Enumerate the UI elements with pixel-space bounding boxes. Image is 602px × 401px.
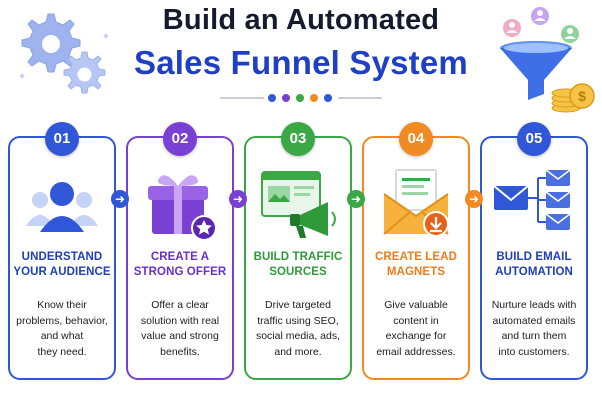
- title-divider: [220, 93, 382, 103]
- step-desc-line-3: social media, ads,: [255, 330, 341, 342]
- step-desc-line-4: email addresses.: [376, 345, 456, 358]
- step-heading-line-1: BUILD TRAFFIC: [253, 251, 343, 263]
- step-heading-line-2: YOUR AUDIENCE: [13, 266, 111, 278]
- step-desc-line-2: traffic using SEO,: [257, 314, 339, 327]
- step-desc-line-2: automated emails: [492, 314, 576, 327]
- step-badge-01: 01: [45, 122, 79, 156]
- arrow-right-icon: ➜: [111, 190, 129, 208]
- step-desc-line-4: and more.: [274, 345, 322, 358]
- step-heading-line-1: BUILD EMAIL: [496, 251, 572, 263]
- step-heading-line-2: SOURCES: [269, 266, 327, 278]
- step-card-email-automation: BUILD EMAIL AUTOMATION Nurture leads wit…: [480, 136, 588, 380]
- step-desc-line-2: solution with real: [140, 314, 220, 327]
- step-card-offer: CREATE A STRONG OFFER Offer a clear solu…: [126, 136, 234, 380]
- arrow-right-icon: ➜: [465, 190, 483, 208]
- megaphone-icon: [261, 171, 336, 238]
- step-desc-line-4: they need.: [37, 345, 87, 358]
- step-desc-line-1: Know their: [37, 299, 87, 311]
- svg-text:$: $: [578, 88, 586, 104]
- step-badge-05: 05: [517, 122, 551, 156]
- step-heading-line-1: UNDERSTAND: [21, 251, 103, 263]
- gears-icon: [20, 13, 108, 94]
- step-badge-04: 04: [399, 122, 433, 156]
- step-desc-line-1: Drive targeted: [265, 299, 331, 311]
- step-desc-line-4: benefits.: [160, 345, 200, 358]
- step-heading-line-2: MAGNETS: [386, 266, 446, 278]
- audience-icon: [26, 182, 98, 232]
- step-desc-line-3: and turn them: [501, 330, 567, 342]
- email-flow-icon: [493, 169, 571, 230]
- step-badge-03: 03: [281, 122, 315, 156]
- step-desc-line-3: and what: [40, 330, 84, 342]
- step-desc-line-2: problems, behavior,: [16, 314, 108, 327]
- step-desc-line-1: Give valuable: [384, 299, 448, 311]
- envelope-download-icon: [383, 169, 449, 237]
- step-desc-line-1: Nurture leads with: [491, 299, 577, 311]
- step-desc-line-1: Offer a clear: [151, 299, 209, 311]
- step-desc-line-3: exchange for: [385, 330, 447, 342]
- title-line-1: Build an Automated: [162, 4, 440, 36]
- step-badge-02: 02: [163, 122, 197, 156]
- gift-icon: [148, 175, 217, 241]
- step-heading-line-1: CREATE A: [150, 251, 210, 263]
- arrow-right-icon: ➜: [229, 190, 247, 208]
- step-heading-line-2: STRONG OFFER: [133, 266, 227, 278]
- step-desc-line-3: value and strong: [141, 330, 219, 342]
- step-heading-line-1: CREATE LEAD: [374, 251, 458, 263]
- step-desc-line-2: content in: [393, 314, 439, 327]
- title-line-2: Sales Funnel System: [134, 44, 468, 81]
- arrow-right-icon: ➜: [347, 190, 365, 208]
- step-desc-line-4: into customers.: [498, 345, 570, 358]
- step-card-lead-magnets: CREATE LEAD MAGNETS Give valuable conten…: [362, 136, 470, 380]
- step-card-audience: UNDERSTAND YOUR AUDIENCE Know their prob…: [8, 136, 116, 380]
- funnel-icon: $: [500, 7, 595, 113]
- step-heading-line-2: AUTOMATION: [495, 266, 573, 278]
- step-card-traffic: BUILD TRAFFIC SOURCES Drive targeted tra…: [244, 136, 352, 380]
